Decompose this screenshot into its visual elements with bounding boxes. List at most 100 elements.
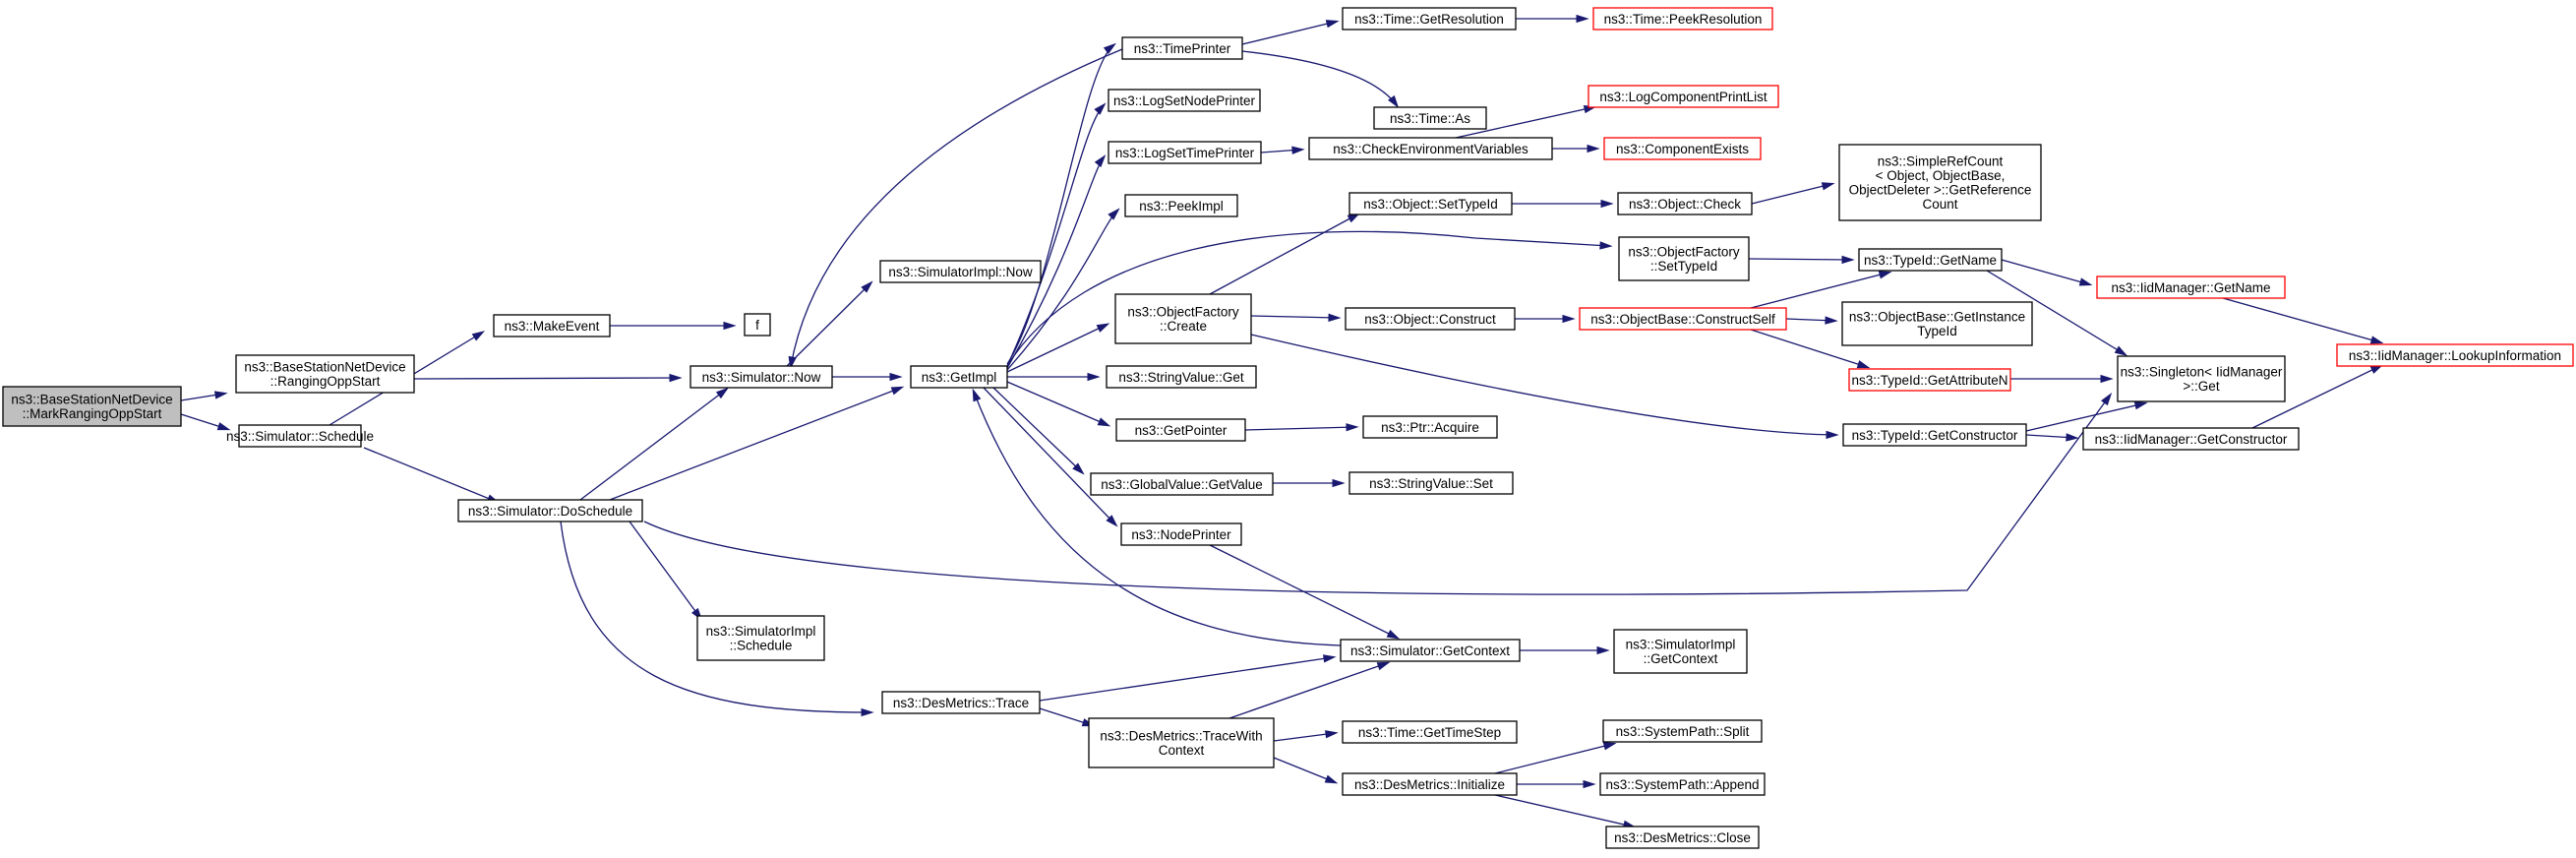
node-tidGetAttrN[interactable]: ns3::TypeId::GetAttributeN	[1848, 368, 2011, 392]
node-simNow[interactable]: ns3::Simulator::Now	[689, 365, 833, 389]
node-box	[1588, 85, 1779, 108]
node-label: f	[755, 318, 759, 333]
node-simImplSchedule[interactable]: ns3::SimulatorImpl::Schedule	[696, 615, 825, 661]
node-timeAs[interactable]: ns3::Time::As	[1373, 106, 1487, 130]
node-compExists[interactable]: ns3::ComponentExists	[1603, 137, 1762, 160]
node-box	[1120, 522, 1242, 546]
node-strSet[interactable]: ns3::StringValue::Set	[1348, 471, 1514, 495]
node-label: ns3::Simulator::Schedule	[226, 429, 374, 444]
node-label: ::MarkRangingOppStart	[23, 406, 162, 421]
edge-traceWith-to-getTimeStep	[1273, 730, 1339, 742]
node-iidGetName[interactable]: ns3::IidManager::GetName	[2096, 276, 2286, 299]
node-strGet[interactable]: ns3::StringValue::Get	[1106, 365, 1257, 389]
edge-obConstructSelf-to-tidGetName	[1750, 271, 1892, 309]
node-singletonGet[interactable]: ns3::Singleton< IidManager >::Get	[2117, 355, 2286, 402]
node-label: ns3::CheckEnvironmentVariables	[1333, 142, 1528, 156]
edge-obConstructSelf-to-tidGetAttrN	[1750, 329, 1871, 369]
node-label: ObjectDeleter >::GetReference	[1849, 183, 2032, 198]
node-objConstruct[interactable]: ns3::Object::Construct	[1345, 307, 1516, 331]
node-getContext[interactable]: ns3::Simulator::GetContext	[1340, 639, 1521, 662]
node-timePrinter[interactable]: ns3::TimePrinter	[1121, 36, 1243, 60]
node-ofCreate[interactable]: ns3::ObjectFactory::Create	[1114, 293, 1252, 344]
node-iidGetCtor[interactable]: ns3::IidManager::GetConstructor	[2082, 427, 2300, 451]
node-box	[1592, 7, 1773, 31]
node-label: ns3::Singleton< IidManager	[2121, 365, 2283, 380]
node-spSplit[interactable]: ns3::SystemPath::Split	[1602, 719, 1763, 743]
node-objCheck[interactable]: ns3::Object::Check	[1617, 192, 1753, 215]
edge-traceWith-to-getContext	[1228, 661, 1391, 719]
node-getImpl[interactable]: ns3::GetImpl	[910, 365, 1008, 389]
node-label: ns3::Ptr::Acquire	[1381, 420, 1479, 435]
node-makeEvent[interactable]: ns3::MakeEvent	[493, 314, 611, 337]
node-obConstructSelf[interactable]: ns3::ObjectBase::ConstructSelf	[1579, 307, 1787, 331]
node-root[interactable]: ns3::BaseStationNetDevice::MarkRangingOp…	[2, 386, 182, 427]
node-gvGetValue[interactable]: ns3::GlobalValue::GetValue	[1090, 472, 1274, 496]
edge-desInit-to-spSplit	[1494, 742, 1617, 774]
node-box	[1373, 106, 1487, 130]
node-label: ns3::SimpleRefCount	[1878, 154, 2004, 169]
edge-tidGetAttrN-to-singletonGet	[2010, 374, 2114, 384]
node-desInit[interactable]: ns3::DesMetrics::Initialize	[1342, 772, 1518, 796]
node-box	[1106, 365, 1257, 389]
node-getPointer[interactable]: ns3::GetPointer	[1115, 418, 1246, 442]
node-box	[1618, 236, 1750, 281]
node-label: ::Create	[1160, 319, 1207, 334]
node-peekImpl[interactable]: ns3::PeekImpl	[1124, 194, 1238, 217]
node-doSchedule[interactable]: ns3::Simulator::DoSchedule	[457, 499, 643, 522]
node-box	[1848, 368, 2011, 392]
node-peekRes[interactable]: ns3::Time::PeekResolution	[1592, 7, 1773, 31]
edge-getImpl-to-ofCreate	[1006, 323, 1110, 373]
node-logSetTime[interactable]: ns3::LogSetTimePrinter	[1108, 141, 1262, 164]
node-label: ns3::Time::PeekResolution	[1604, 12, 1763, 27]
edge-getPointer-to-ptrAcquire	[1244, 423, 1359, 432]
node-iidLookup[interactable]: ns3::IidManager::LookupInformation	[2336, 343, 2574, 367]
node-box	[1348, 471, 1514, 495]
node-tidGetCtor[interactable]: ns3::TypeId::GetConstructor	[1842, 423, 2027, 447]
node-desClose[interactable]: ns3::DesMetrics::Close	[1605, 826, 1760, 849]
node-box	[2336, 343, 2574, 367]
node-label: ::RangingOppStart	[270, 374, 381, 389]
node-box	[1342, 772, 1518, 796]
node-ptrAcquire[interactable]: ns3::Ptr::Acquire	[1362, 415, 1498, 439]
node-simImplGetCtx[interactable]: ns3::SimulatorImpl::GetContext	[1613, 629, 1748, 674]
edge-logSetTime-to-checkEnv	[1260, 146, 1305, 154]
node-bsRanging[interactable]: ns3::BaseStationNetDevice::RangingOppSta…	[235, 354, 415, 394]
edge-doSchedule-to-simImplSchedule	[629, 521, 703, 621]
node-box	[1613, 629, 1748, 674]
node-label: ns3::BaseStationNetDevice	[11, 393, 172, 407]
node-getTimeStep[interactable]: ns3::Time::GetTimeStep	[1342, 720, 1518, 744]
node-tidGetName[interactable]: ns3::TypeId::GetName	[1858, 248, 2003, 272]
edge-desTrace-to-traceWith	[1039, 707, 1096, 727]
edge-desInit-to-spAppend	[1517, 779, 1596, 789]
node-spAppend[interactable]: ns3::SystemPath::Append	[1599, 772, 1766, 796]
node-desTrace[interactable]: ns3::DesMetrics::Trace	[881, 691, 1041, 714]
node-label: TypeId	[1917, 324, 1957, 338]
node-nodePrinter[interactable]: ns3::NodePrinter	[1120, 522, 1242, 546]
node-srcGetRef[interactable]: ns3::SimpleRefCount< Object, ObjectBase,…	[1838, 144, 2042, 221]
node-simImplNow[interactable]: ns3::SimulatorImpl::Now	[879, 260, 1042, 283]
edge-ofSetTypeId-to-tidGetName	[1748, 255, 1855, 265]
node-getRes[interactable]: ns3::Time::GetResolution	[1342, 7, 1517, 31]
node-label: ns3::LogSetTimePrinter	[1115, 146, 1255, 160]
edge-getImpl-to-strGet	[1007, 372, 1101, 382]
node-box	[696, 615, 825, 661]
edge-root-to-bsRanging	[180, 391, 228, 401]
node-schedule[interactable]: ns3::Simulator::Schedule	[226, 424, 374, 448]
node-box	[1108, 141, 1262, 164]
node-box	[1115, 418, 1246, 442]
node-checkEnv[interactable]: ns3::CheckEnvironmentVariables	[1308, 137, 1553, 160]
node-label: ns3::GetImpl	[922, 370, 997, 385]
node-logCompList[interactable]: ns3::LogComponentPrintList	[1588, 85, 1779, 108]
node-label: ns3::ComponentExists	[1616, 142, 1749, 156]
node-box	[689, 365, 833, 389]
node-logSetNode[interactable]: ns3::LogSetNodePrinter	[1108, 89, 1261, 112]
node-ofSetTypeId[interactable]: ns3::ObjectFactory::SetTypeId	[1618, 236, 1750, 281]
node-f[interactable]: f	[744, 313, 771, 337]
edge-root-to-schedule	[180, 413, 231, 431]
node-box	[881, 691, 1041, 714]
node-objSetTypeId[interactable]: ns3::Object::SetTypeId	[1348, 192, 1513, 215]
node-label: ns3::ObjectFactory	[1127, 305, 1239, 320]
